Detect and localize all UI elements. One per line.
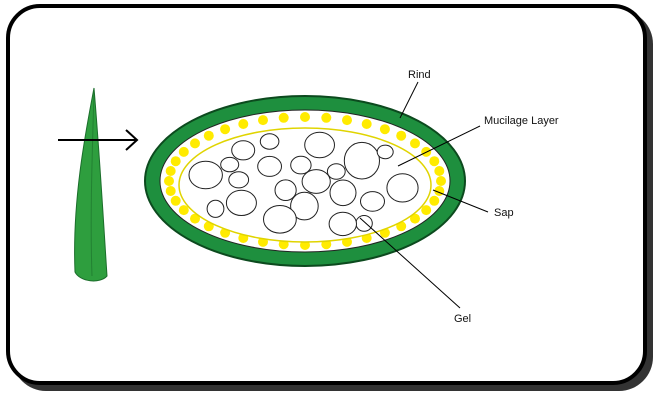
sap-dot [429, 196, 439, 206]
gel-cell [264, 206, 297, 234]
sap-dot [164, 176, 174, 186]
sap-dot [421, 205, 431, 215]
gel-cell [302, 170, 330, 194]
sap-dot [362, 119, 372, 129]
gel-cell [330, 180, 356, 206]
sap-dot [171, 196, 181, 206]
gel-cell [344, 142, 379, 179]
sap-dot [179, 205, 189, 215]
gel-cell [260, 134, 279, 149]
sap-dot [204, 131, 214, 141]
sap-dot [380, 124, 390, 134]
gel-cell [189, 161, 222, 189]
sap-dot [258, 115, 268, 125]
gel-cell [258, 156, 282, 176]
sap-dot [410, 138, 420, 148]
gel-cell [232, 141, 255, 160]
sap-dot [238, 119, 248, 129]
sap-dot [190, 138, 200, 148]
label-sap: Sap [494, 207, 514, 219]
sap-dot [300, 112, 310, 122]
sap-dot [220, 124, 230, 134]
gel-cell [229, 172, 249, 188]
sap-dot [434, 166, 444, 176]
label-gel: Gel [454, 313, 471, 325]
gel-cell [329, 212, 356, 235]
sap-dot [166, 186, 176, 196]
label-mucilage-layer: Mucilage Layer [484, 115, 559, 127]
sap-dot [429, 156, 439, 166]
rind-leader [400, 82, 418, 118]
gel-cell [221, 157, 239, 171]
sap-dot [321, 113, 331, 123]
aloe-leaf-icon [75, 88, 107, 281]
gel-cell [305, 132, 335, 158]
gel-cell [207, 200, 224, 217]
gel-cell [327, 164, 345, 180]
gel-cell [275, 180, 296, 201]
sap-dot [171, 156, 181, 166]
gel-cell [226, 190, 256, 215]
sap-dot [179, 147, 189, 157]
sap-dot [436, 176, 446, 186]
gel-cell [361, 192, 385, 212]
gel-cell [377, 145, 393, 159]
gel-cell [387, 174, 418, 202]
sap-dot [166, 166, 176, 176]
sap-dot [279, 113, 289, 123]
gel-cell [356, 216, 372, 232]
label-rind: Rind [408, 69, 431, 81]
sap-dot [396, 131, 406, 141]
sap-dot [342, 115, 352, 125]
